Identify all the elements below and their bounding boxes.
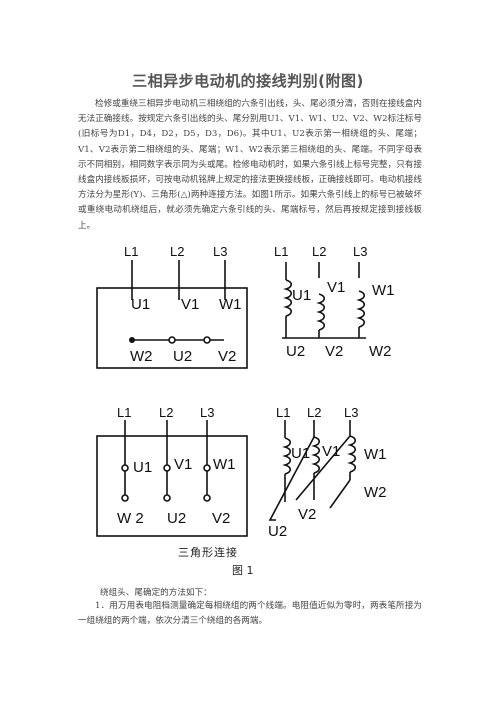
tr-head-label-1: U1 (292, 287, 311, 304)
bl-tail-label-2: U2 (167, 510, 186, 527)
br-line-label-3: L3 (344, 405, 358, 420)
step-1-paragraph: 1．用万用表电阻档测量确定每相绕组的两个线端。电阻值近似为零时，两表笔所接为一组… (78, 601, 422, 627)
bl-line-label-1: L1 (117, 405, 131, 420)
tr-head-label-3: W1 (372, 282, 395, 299)
br-head-label-2: V1 (322, 443, 340, 460)
tr-head-label-2: V1 (327, 279, 345, 296)
tr-tail-label-1: U2 (286, 343, 305, 360)
tl-tail-label-1: W2 (130, 348, 153, 365)
tr-line-label-3: L3 (353, 244, 367, 259)
tr-tail-label-2: V2 (325, 343, 343, 360)
tr-tail-label-3: W2 (369, 343, 392, 360)
figure-caption: 图 1 (232, 564, 254, 577)
bl-tail-label-3: V2 (212, 510, 230, 527)
bl-head-label-1: U1 (133, 459, 152, 476)
tl-tail-label-3: V2 (218, 348, 236, 365)
tl-line-label-2: L2 (170, 244, 184, 259)
bl-head-label-3: W1 (213, 456, 236, 473)
br-line-label-1: L1 (276, 405, 290, 420)
figure-subcaption: 三角形连接 (178, 546, 238, 559)
br-tail-label-w2: W2 (364, 484, 387, 501)
br-line-label-2: L2 (307, 405, 321, 420)
bl-head-label-2: V1 (174, 456, 192, 473)
tl-line-label-3: L3 (213, 244, 227, 259)
bl-line-label-2: L2 (159, 405, 173, 420)
tl-head-label-2: V1 (181, 296, 199, 313)
br-tail-label-v2: V2 (298, 506, 316, 523)
br-tail-label-u2: U2 (268, 523, 287, 540)
tl-head-label-3: W1 (219, 296, 242, 313)
br-head-label-1: U1 (291, 445, 310, 462)
bl-tail-label-1: W 2 (117, 510, 144, 527)
steps-heading: 绕组头、尾确定的方法如下： (100, 588, 212, 598)
intro-paragraph: 检修或重绕三相异步电动机三相绕组的六条引出线，头、尾必须分清，否则在接线盒内无法… (78, 99, 422, 231)
tl-head-label-1: U1 (131, 296, 150, 313)
tl-tail-label-2: U2 (173, 348, 192, 365)
br-head-label-3: W1 (364, 446, 387, 463)
tr-line-label-2: L2 (312, 244, 326, 259)
tl-line-label-1: L1 (124, 244, 138, 259)
tr-line-label-1: L1 (274, 244, 288, 259)
page-title: 三相异步电动机的接线判别(附图) (132, 72, 364, 90)
bl-line-label-3: L3 (200, 405, 214, 420)
